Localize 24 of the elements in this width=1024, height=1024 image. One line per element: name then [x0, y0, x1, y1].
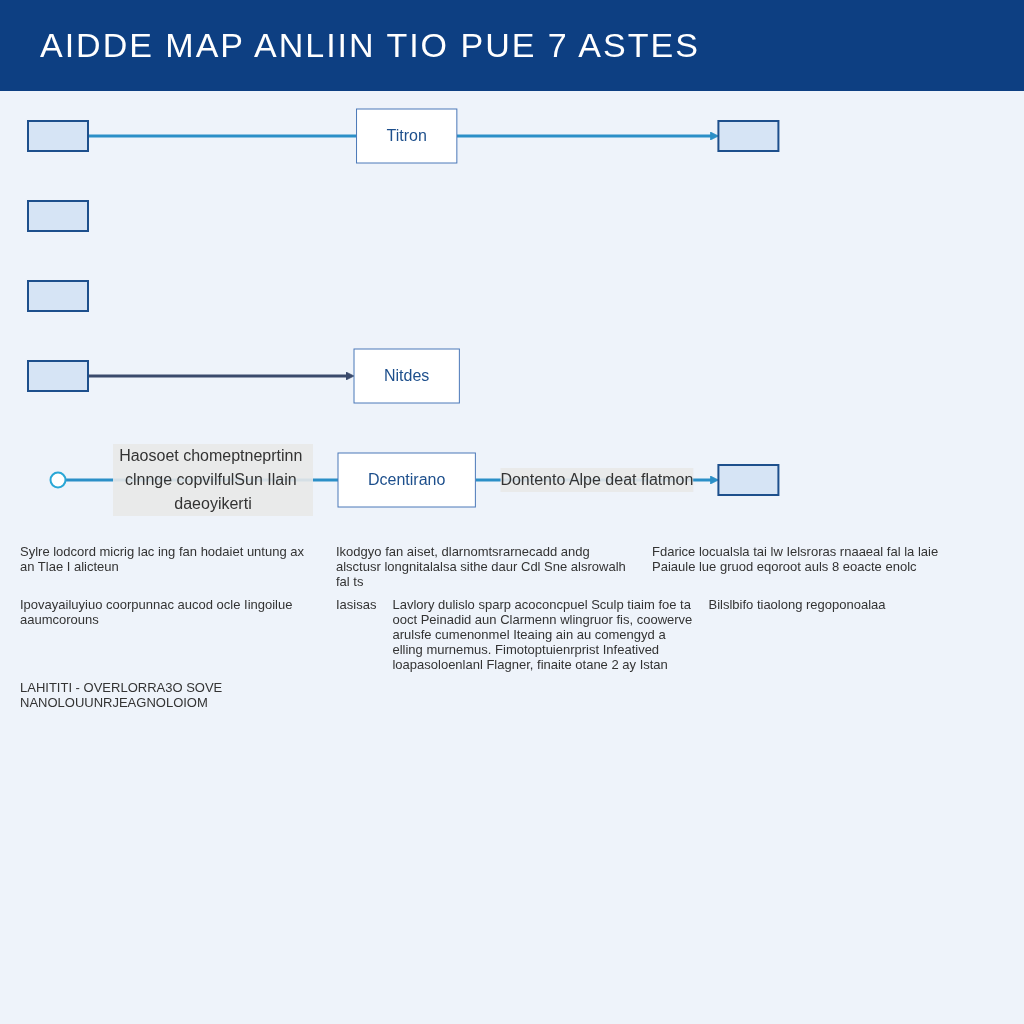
arrow [456, 131, 719, 141]
note-text: Sylre lodcord micrig lac ing fan hodaiet untung ax an Tlae I alicteun [20, 544, 305, 576]
title: AIDDE MAP ANLIIN TIO PUE 7 ASTES [0, 0, 1024, 91]
arrow [88, 371, 355, 381]
edge-label: Haosoet chomeptneprtinn clnnge copvilfulSun Ilain daeoyikerti [119, 447, 303, 512]
node-box [717, 120, 780, 152]
note-text: Bilslbifo tiaolong regoponoalaa [708, 597, 886, 614]
node-box: Nitdes [353, 348, 460, 404]
node-box [27, 120, 89, 152]
node-box: Titron [356, 108, 458, 164]
node-box [27, 360, 89, 392]
note-text: Ipovayailuyiuo coorpunnac aucod ocle Iingoilue aaumcorouns [20, 597, 294, 629]
node-box [27, 280, 89, 312]
node-circle [49, 471, 67, 489]
note-text: Ikodgyo fan aiset, dlarnomtsrarnecadd andg alsctusr longnitalalsa sithe daur Cdl Sne alsrowalh fal ts [336, 544, 627, 589]
note-text: LAHITITI - OVERLORRA3O SOVE NANOLOUUNRJEAGNOLOIOM [20, 680, 224, 710]
note-text: Iasisas [336, 597, 377, 614]
note-text: Fdarice locualsla tai lw Ielsroras rnaaeal fal la laie Paiaule lue gruod eqoroot auls 8 eoacte enolc [652, 544, 940, 576]
note-text: Lavlory dulislo sparp acoconcpuel Sculp tiaim foe ta ooct Peinadid aun Clarmenn wlingruor fis, coowerve arulsfe cumenonmel Iteaing ain au comengyd a elling murnemus. Fimotoptuienrprist Infeatived loapasoloenlanl Flagner, finaite otane 2 ay Istan [392, 597, 693, 672]
connector [88, 134, 357, 138]
node-box [27, 200, 89, 232]
node-box: Dcentirano [337, 452, 476, 508]
node-box [717, 464, 780, 496]
edge-label: Dontento Alpe deat flatmon [500, 471, 694, 488]
